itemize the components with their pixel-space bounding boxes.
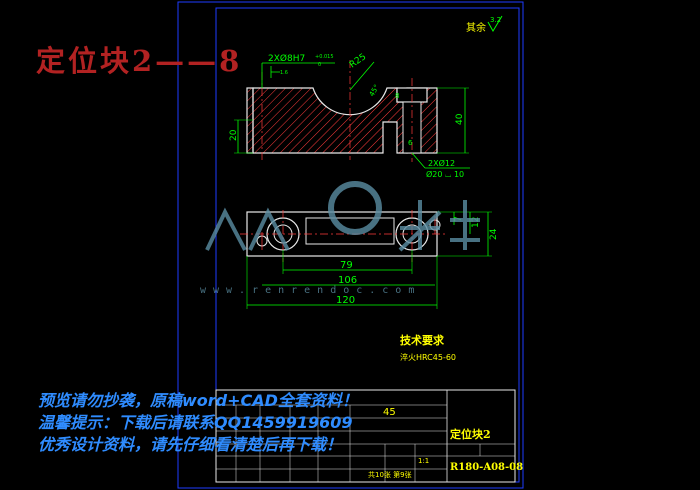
watermark: www.renrendoc.com [200, 181, 480, 296]
front-view: 2XØ8H7 +0.015 0 1.6 R25 45° 8 20 40 6 2X… [229, 52, 470, 179]
notice-line-2: 温馨提示：下载后请联系QQ1459919609 [38, 413, 353, 432]
front-view-left-end [246, 87, 254, 154]
notice-line-3: 优秀设计资料，请先仔细看清楚后再下载！ [38, 435, 343, 454]
dim-left-height: 20 [229, 129, 239, 141]
dim-small: 8 [395, 92, 399, 100]
dim-106: 106 [338, 275, 357, 286]
dim-angle: 45° [368, 83, 381, 98]
dim-12: 12 [471, 217, 481, 228]
surface-finish-value: 3.2 [490, 16, 501, 24]
dim-24: 24 [489, 228, 499, 240]
dim-cbore-depth: 6 [408, 139, 413, 147]
top-view: 79 106 120 7 12 24 [240, 210, 499, 309]
dim-79: 79 [340, 260, 353, 271]
dim-120: 120 [336, 295, 355, 306]
notice-line-1: 预览请勿抄袭，原稿word+CAD全套资料！ [38, 391, 358, 410]
page-title: 定位块2——8 [36, 44, 243, 78]
title-block-material: 45 [383, 407, 396, 418]
watermark-url: www.renrendoc.com [200, 285, 421, 296]
dim-right-height: 40 [455, 113, 465, 125]
dim-cbore-a: 2XØ12 [428, 158, 455, 168]
tech-req-line: 淬火HRC45-60 [400, 352, 456, 362]
dim-cbore-b: Ø20 ⌴ 10 [426, 169, 464, 179]
surface-finish-label: 其余 [466, 21, 486, 34]
outer-frame [177, 1, 524, 489]
front-view-hatched-section [252, 87, 408, 154]
title-block-part-name: 定位块2 [450, 427, 491, 441]
dim-holes-sup: +0.015 [315, 54, 334, 60]
top-view-slot [305, 217, 395, 245]
title-block-drawing-no: R180-A08-08 [450, 462, 523, 473]
dim-radius: R25 [348, 52, 368, 70]
technical-requirements: 技术要求 淬火HRC45-60 [400, 333, 456, 362]
title-block-scale: 1:1 [418, 457, 429, 465]
roughness-note: 1.6 [280, 70, 288, 76]
title-block-sheets: 共10张 第9张 [368, 470, 412, 479]
dim-holes-sub: 0 [318, 62, 321, 68]
surface-finish-symbol: 其余 3.2 [466, 15, 503, 34]
title-block: 45 定位块2 1:1 共10张 第9张 R180-A08-08 [215, 389, 523, 483]
tech-req-heading: 技术要求 [400, 333, 445, 347]
download-notice: 预览请勿抄袭，原稿word+CAD全套资料！ 温馨提示：下载后请联系QQ1459… [38, 390, 358, 456]
dim-holes-top: 2XØ8H7 [268, 53, 305, 64]
